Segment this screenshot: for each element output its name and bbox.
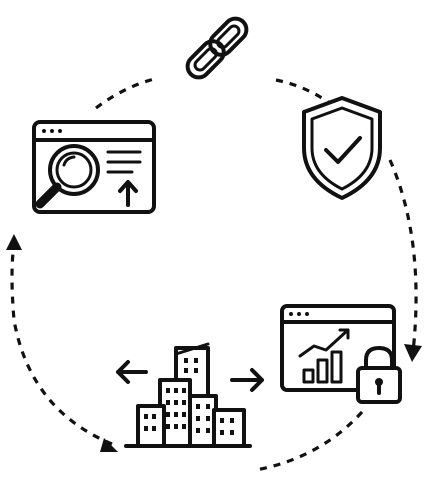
connector-analytics-to-company	[255, 410, 364, 472]
browser-search-upload-icon	[32, 120, 156, 214]
chain-link-icon	[185, 16, 249, 80]
office-buildings-icon	[116, 342, 264, 448]
arrow-right-icon	[230, 368, 264, 392]
locked-analytics-window-icon	[280, 304, 402, 404]
connector-arrowhead	[6, 234, 22, 250]
arrow-left-icon	[116, 360, 148, 384]
connector-shield-to-analytics	[388, 159, 418, 353]
connector-company-to-search	[10, 243, 113, 446]
connector-arrowhead	[404, 344, 422, 362]
connector-chain-to-shield	[275, 78, 329, 104]
shield-check-icon	[302, 96, 382, 200]
connector-search-to-chain	[95, 76, 159, 110]
connector-arrowhead	[100, 438, 118, 452]
